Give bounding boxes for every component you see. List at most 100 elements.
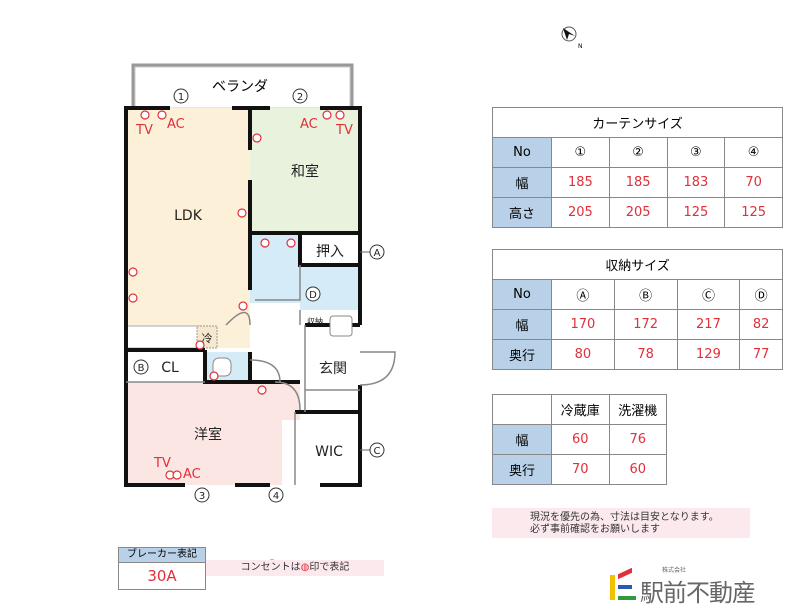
header-cell: ② <box>608 137 668 168</box>
cell: 78 <box>613 339 678 370</box>
notice-line: 現況を優先の為、寸法は目安となります。 <box>530 512 719 523</box>
outlet-icon: ◍ <box>300 562 310 573</box>
storage-marker-d: D <box>309 290 317 301</box>
tv-label: TV <box>335 123 353 138</box>
storage-marker-a: A <box>374 248 381 259</box>
breaker-value: 30A <box>147 567 177 585</box>
north-compass-icon: N <box>561 26 583 50</box>
ac-label: AC <box>183 467 201 482</box>
window-marker-1: 1 <box>178 92 184 103</box>
cell: 125 <box>666 197 726 228</box>
cell: 76 <box>608 424 667 455</box>
tv-label: TV <box>153 456 171 471</box>
header-cell: 洗濯機 <box>608 394 667 425</box>
header-cell: ① <box>551 137 610 168</box>
storage-marker-c: C <box>374 446 381 457</box>
toilet-icon <box>212 357 232 377</box>
cell: 60 <box>608 454 667 485</box>
cell: 172 <box>613 309 678 340</box>
row-label: 奥行 <box>492 454 552 485</box>
outlet-note-text: 印で表記 <box>309 562 350 573</box>
room-label-oshiire: 押入 <box>316 244 344 260</box>
row-label: 幅 <box>492 424 552 455</box>
bathroom <box>300 265 360 310</box>
header-cell: ④ <box>724 137 783 168</box>
logo-company-name: 駅前不動産 <box>640 579 756 607</box>
washing-machine-space <box>329 315 353 337</box>
header-cell: Ⓓ <box>739 279 783 310</box>
window-marker-4: 4 <box>273 491 279 502</box>
breaker-box: ブレーカー表記 30A <box>118 547 206 590</box>
ac-label: AC <box>167 117 185 132</box>
room-youshitsu <box>126 382 300 485</box>
window-marker-3: 3 <box>199 491 205 502</box>
notice-line: 必ず事前確認をお願いします <box>530 524 660 535</box>
table-title: カーテンサイズ <box>492 107 783 138</box>
room-label-cl: CL <box>161 360 179 376</box>
cell: 125 <box>724 197 783 228</box>
svg-text:N: N <box>578 43 583 50</box>
room-ldk <box>126 108 250 326</box>
cell: 217 <box>676 309 741 340</box>
room-washitsu <box>250 108 360 233</box>
room-label-genkan: 玄関 <box>319 360 347 377</box>
storage-marker-b: B <box>138 363 145 374</box>
row-label: 幅 <box>492 309 552 340</box>
room-label-wic: WIC <box>315 444 343 460</box>
table-row: 冷蔵庫洗濯機 <box>492 394 667 425</box>
header-cell: No <box>492 137 552 168</box>
cell: 60 <box>551 424 610 455</box>
cell: 80 <box>551 339 615 370</box>
row-label: 高さ <box>492 197 552 228</box>
outlet-note-text: コンセントは <box>240 562 301 573</box>
cell: 170 <box>551 309 615 340</box>
tv-label: TV <box>135 123 153 138</box>
header-cell <box>492 394 552 425</box>
cell: 183 <box>666 167 726 198</box>
fridge-label: 冷 <box>202 332 213 345</box>
header-cell: Ⓑ <box>613 279 678 310</box>
room-label-shuno: 収納 <box>307 316 323 326</box>
header-cell: No <box>492 279 552 310</box>
room-label-ldk: LDK <box>174 208 203 224</box>
room-label-youshitsu: 洋室 <box>194 426 222 443</box>
cell: 70 <box>724 167 783 198</box>
cell: 82 <box>739 309 783 340</box>
breaker-label: ブレーカー表記 <box>119 548 205 563</box>
notice-box: 現況を優先の為、寸法は目安となります。 必ず事前確認をお願いします <box>492 508 750 538</box>
ac-label: AC <box>300 117 318 132</box>
kitchen-counter <box>125 325 201 349</box>
veranda-label: ベランダ <box>212 79 268 95</box>
row-label: 幅 <box>492 167 552 198</box>
company-logo: 株式会社 駅前不動産 <box>610 565 790 607</box>
outlet-icons <box>128 110 345 569</box>
cell: 185 <box>608 167 668 198</box>
outlet-note: コンセントは◍印で表記 <box>206 560 384 576</box>
row-label: 奥行 <box>492 339 552 370</box>
cell: 70 <box>551 454 610 485</box>
header-cell: ③ <box>666 137 726 168</box>
cell: 185 <box>551 167 610 198</box>
logo-small-text: 株式会社 <box>662 567 687 574</box>
window-marker-2: 2 <box>297 92 303 103</box>
cell: 205 <box>608 197 668 228</box>
room-label-washitsu: 和室 <box>291 163 319 180</box>
header-cell: Ⓐ <box>551 279 615 310</box>
header-cell: Ⓒ <box>676 279 741 310</box>
cell: 77 <box>739 339 783 370</box>
cell: 205 <box>551 197 610 228</box>
table-title: 収納サイズ <box>492 249 783 280</box>
